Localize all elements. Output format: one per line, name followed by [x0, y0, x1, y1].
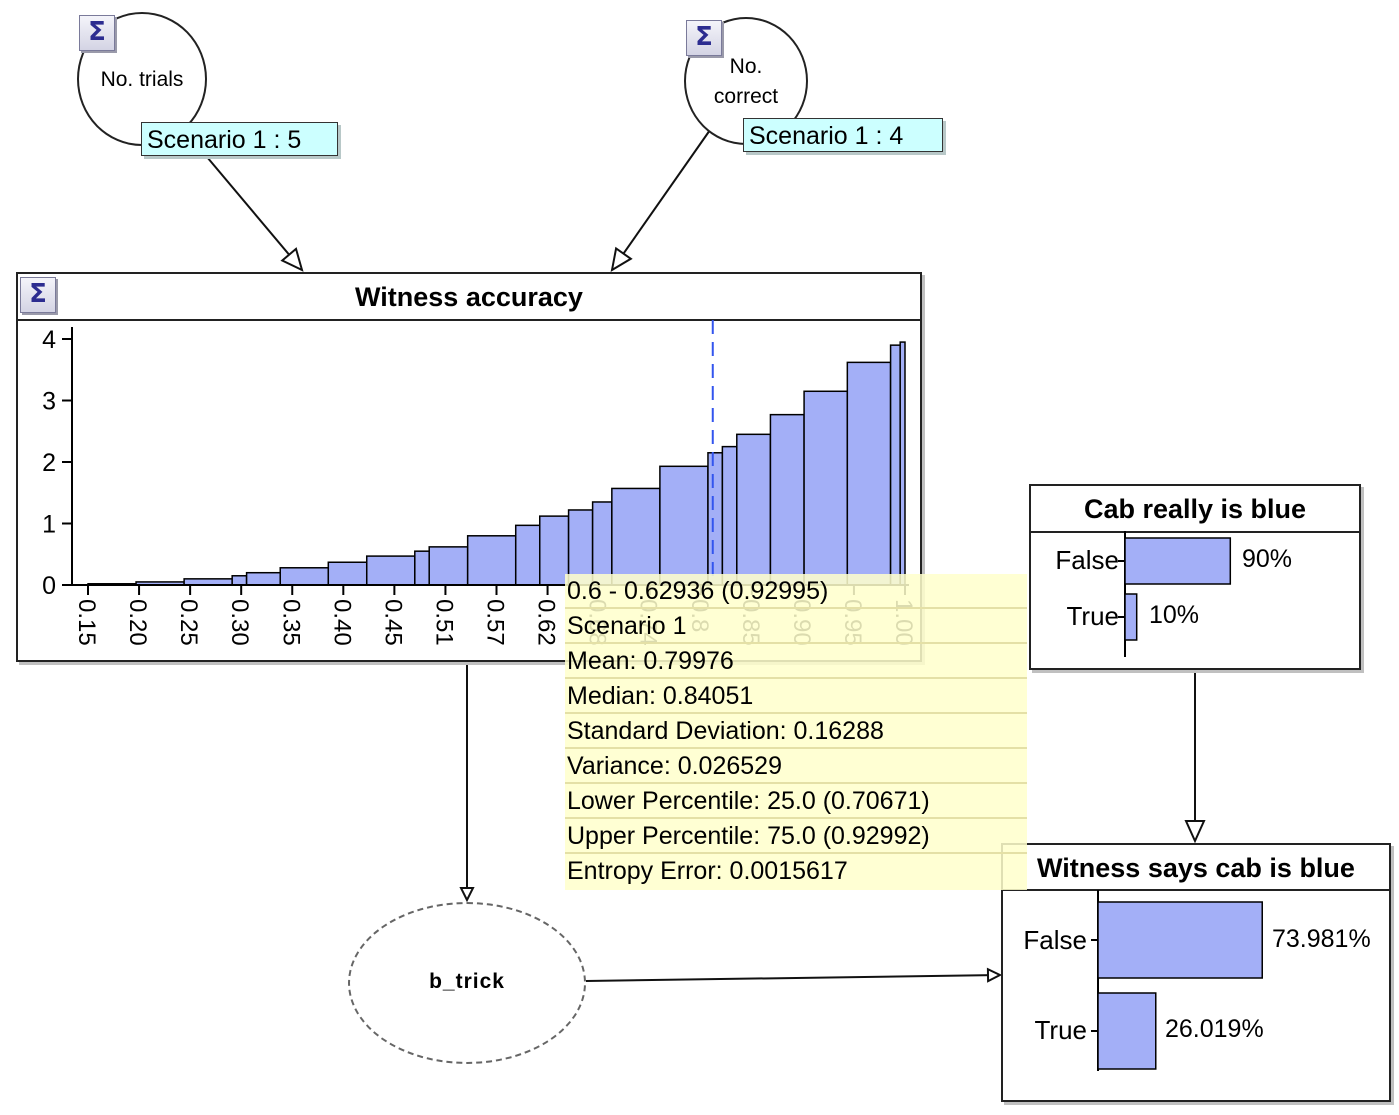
arc-accuracy-to-b-trick-head [459, 887, 475, 903]
cab-blue-false-label: False [1055, 545, 1119, 575]
arc-b-trick-to-witness-head [986, 967, 1003, 983]
y-tick-label-2: 2 [42, 449, 56, 477]
arc-b-trick-to-witness-line [585, 974, 1001, 982]
tooltip-variance: Variance: 0.026529 [565, 749, 1027, 784]
x-tick-label-3: 0.30 [226, 599, 253, 646]
tooltip-scenario: Scenario 1 [565, 609, 1027, 644]
tooltip-median: Median: 0.84051 [565, 679, 1027, 714]
y-tick-label-3: 3 [42, 388, 56, 416]
b-trick-label: b_trick [429, 970, 505, 993]
histogram-bar-19 [736, 433, 772, 586]
histogram-bar-15 [611, 487, 661, 586]
x-tick-label-9: 0.62 [533, 599, 560, 646]
cab-blue-true-label: True [1066, 601, 1120, 631]
x-tick-label-0: 0.15 [73, 599, 100, 646]
no-correct-label-line1: No. [729, 55, 763, 78]
arc-layer [206, 129, 1206, 983]
no-correct-scenario-label: Scenario 1 : 4 [743, 118, 943, 152]
no-trials-sigma-icon[interactable]: Σ [79, 15, 115, 51]
arc-no-trials-to-accuracy-line [206, 156, 303, 271]
arc-no-correct-to-accuracy-head [610, 246, 633, 272]
no-correct-label-line2: correct [713, 85, 779, 108]
tooltip-lower-percentile: Lower Percentile: 25.0 (0.70671) [565, 784, 1027, 819]
arc-no-correct-to-accuracy-line [611, 129, 711, 271]
x-tick-label-1: 0.20 [124, 599, 151, 646]
tooltip-mean: Mean: 0.79976 [565, 644, 1027, 679]
witness-says-bar-0 [1097, 901, 1263, 979]
no-trials-scenario-label: Scenario 1 : 5 [141, 122, 338, 156]
witness-accuracy-sigma-icon[interactable]: Σ [20, 277, 56, 313]
cab-really-is-blue-title: Cab really is blue [1031, 486, 1359, 533]
x-tick-label-6: 0.45 [379, 599, 406, 646]
statistics-tooltip: 0.6 - 0.62936 (0.92995) Scenario 1 Mean:… [565, 574, 1027, 890]
y-tick-label-4: 4 [42, 326, 56, 354]
arc-no-trials-to-accuracy-head [280, 247, 304, 272]
witness-says-title: Witness says cab is blue [1003, 845, 1389, 891]
cab-blue-false-percent: 90% [1242, 545, 1293, 573]
x-tick-label-4: 0.35 [277, 599, 304, 646]
b-trick-node[interactable] [348, 902, 586, 1064]
histogram-bar-20 [769, 413, 805, 586]
witness-says-false-label: False [1023, 925, 1087, 955]
x-tick-label-7: 0.51 [430, 599, 457, 646]
tooltip-entropy-error: Entropy Error: 0.0015617 [567, 857, 848, 885]
no-correct-sigma-icon[interactable]: Σ [686, 20, 722, 56]
y-tick-label-1: 1 [42, 511, 56, 539]
y-tick-label-0: 0 [42, 572, 56, 600]
witness-accuracy-title: Witness accuracy [18, 274, 920, 321]
cab-blue-bar-1 [1124, 593, 1138, 641]
no-trials-label: No. trials [100, 68, 184, 91]
x-tick-label-8: 0.57 [482, 599, 509, 646]
cab-blue-true-percent: 10% [1149, 601, 1200, 629]
tooltip-range: 0.6 - 0.62936 (0.92995) [565, 574, 1027, 609]
tooltip-std-dev: Standard Deviation: 0.16288 [565, 714, 1027, 749]
x-tick-label-2: 0.25 [175, 599, 202, 646]
tooltip-upper-percentile: Upper Percentile: 75.0 (0.92992) [565, 819, 1027, 854]
arc-cab-to-witness-head [1184, 820, 1206, 844]
x-tick-label-5: 0.40 [328, 599, 355, 646]
witness-says-bar-1 [1097, 992, 1157, 1070]
cab-blue-bar-0 [1124, 537, 1232, 585]
witness-says-true-label: True [1034, 1015, 1088, 1045]
witness-says-false-percent: 73.981% [1272, 925, 1371, 953]
witness-says-true-percent: 26.019% [1165, 1015, 1264, 1043]
histogram-bar-16 [659, 465, 709, 586]
